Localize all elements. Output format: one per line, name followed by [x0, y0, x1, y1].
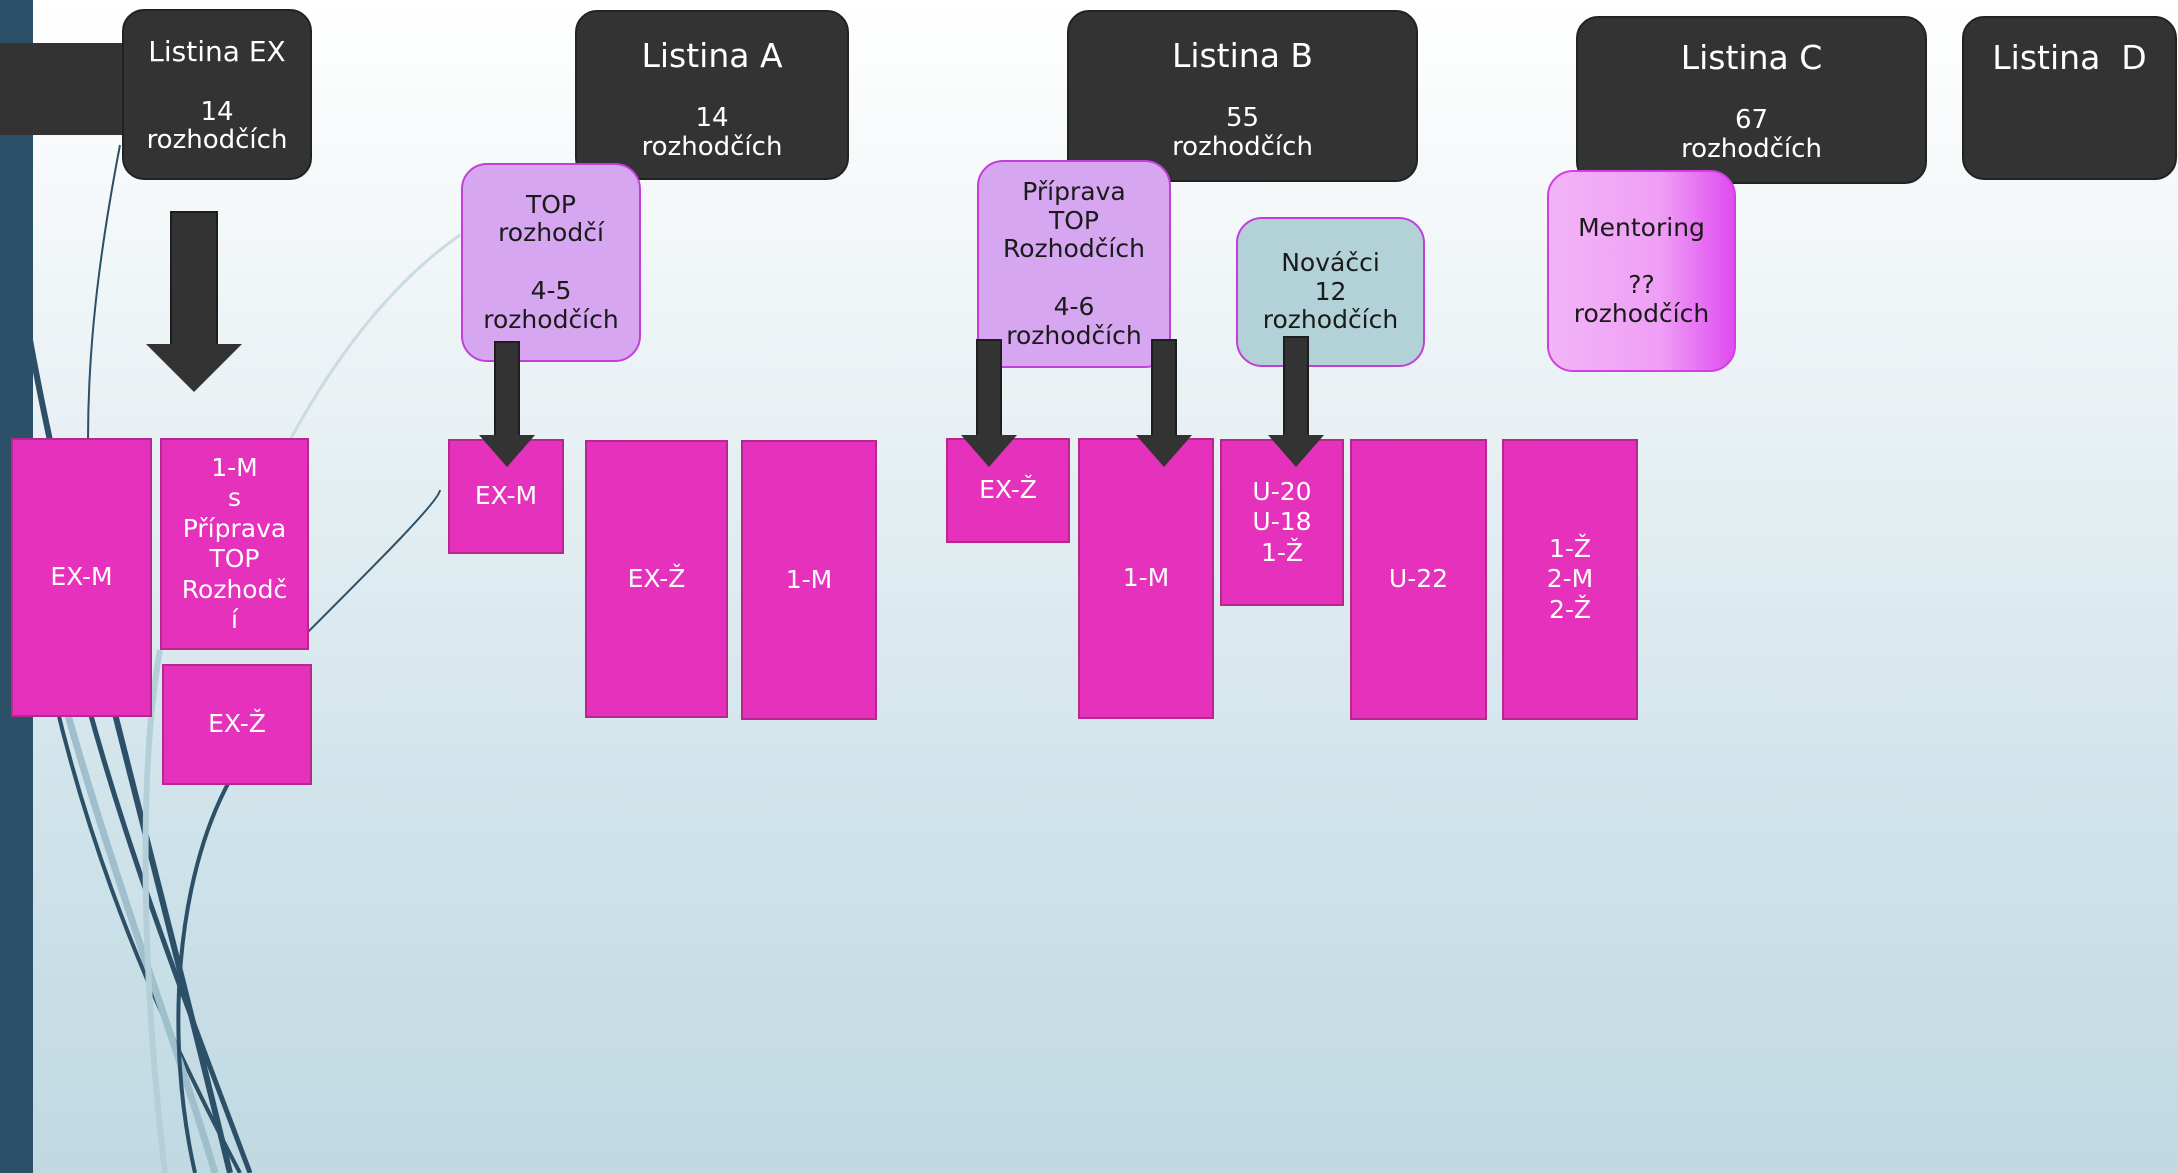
- left-tab: [0, 43, 128, 135]
- list-unit: rozhodčích: [146, 125, 288, 156]
- category-label: EX-Ž: [208, 709, 266, 739]
- category-ex-m: EX-M: [11, 438, 152, 717]
- category-label: EX-M: [50, 562, 113, 592]
- category-label: U-22: [1388, 564, 1449, 594]
- list-title: Listina C: [1680, 38, 1823, 77]
- category-label: s: [227, 483, 242, 512]
- category-label: EX-Ž: [979, 475, 1037, 505]
- category-label: 1-M: [785, 564, 833, 594]
- category-label: í: [231, 605, 238, 634]
- bubble-line: 4-6: [1053, 291, 1095, 321]
- list-header-d: Listina D: [1962, 16, 2177, 180]
- category-label: 1-Ž: [1260, 537, 1304, 567]
- category-label: Rozhodč: [181, 574, 288, 604]
- category-label: 1-M: [211, 452, 258, 482]
- list-title: Listina B: [1171, 36, 1314, 75]
- category-b-mixed: 1-Ž 2-M 2-Ž: [1502, 439, 1638, 720]
- bubble-line: 12: [1314, 276, 1347, 306]
- group-mentoring: Mentoring ?? rozhodčích: [1547, 170, 1736, 372]
- list-unit: rozhodčích: [1172, 131, 1313, 162]
- category-a-ex-z: EX-Ž: [585, 440, 728, 718]
- group-top-referees: TOP rozhodčí 4-5 rozhodčích: [461, 163, 641, 362]
- category-label: 1-M: [1122, 563, 1170, 593]
- bubble-line: rozhodčích: [1006, 320, 1142, 350]
- category-1m-preparation: 1-M s Příprava TOP Rozhodč í: [160, 438, 309, 650]
- bubble-line: ??: [1628, 270, 1655, 299]
- list-count: 67: [1734, 105, 1769, 136]
- list-header-a: Listina A 14 rozhodčích: [575, 10, 849, 180]
- category-label: 2-Ž: [1548, 594, 1592, 624]
- bubble-line: rozhodčích: [1262, 305, 1399, 335]
- category-label: 2-M: [1546, 564, 1594, 594]
- bubble-line: TOP: [525, 189, 577, 219]
- list-count: 14: [200, 96, 234, 127]
- bubble-line: TOP: [1048, 205, 1100, 235]
- category-label: EX-Ž: [627, 563, 686, 593]
- category-label: U-20: [1252, 476, 1312, 506]
- category-label: 1-Ž: [1548, 533, 1592, 563]
- bubble-line: rozhodčí: [498, 218, 604, 248]
- category-label: TOP: [209, 544, 260, 573]
- category-label: U-18: [1252, 507, 1312, 537]
- list-title: Listina D: [1992, 38, 2147, 77]
- list-header-c: Listina C 67 rozhodčích: [1576, 16, 1927, 184]
- category-label: EX-M: [474, 481, 538, 511]
- bubble-line: rozhodčích: [1573, 298, 1710, 328]
- category-a-1m: 1-M: [741, 440, 877, 720]
- category-b-u22: U-22: [1350, 439, 1487, 720]
- bubble-line: 4-5: [530, 275, 572, 305]
- category-label: Příprava: [182, 513, 287, 543]
- group-novacci: Nováčci 12 rozhodčích: [1236, 217, 1425, 367]
- list-header-b: Listina B 55 rozhodčích: [1067, 10, 1418, 182]
- bubble-line: Nováčci: [1281, 247, 1380, 277]
- list-title: Listina A: [641, 36, 783, 75]
- list-unit: rozhodčích: [641, 131, 783, 162]
- group-top-preparation: Příprava TOP Rozhodčích 4-6 rozhodčích: [977, 160, 1171, 368]
- list-count: 14: [695, 103, 729, 134]
- list-unit: rozhodčích: [1681, 133, 1822, 164]
- list-count: 55: [1225, 103, 1260, 134]
- category-b-1m: 1-M: [1078, 438, 1214, 719]
- list-title: Listina EX: [148, 35, 286, 68]
- list-header-ex: Listina EX 14 rozhodčích: [122, 9, 312, 180]
- bubble-line: rozhodčích: [483, 304, 619, 334]
- category-ex-z: EX-Ž: [162, 664, 312, 785]
- bubble-line: Rozhodčích: [1003, 234, 1145, 264]
- bubble-line: Mentoring: [1578, 212, 1705, 242]
- bubble-line: Příprava: [1022, 176, 1126, 206]
